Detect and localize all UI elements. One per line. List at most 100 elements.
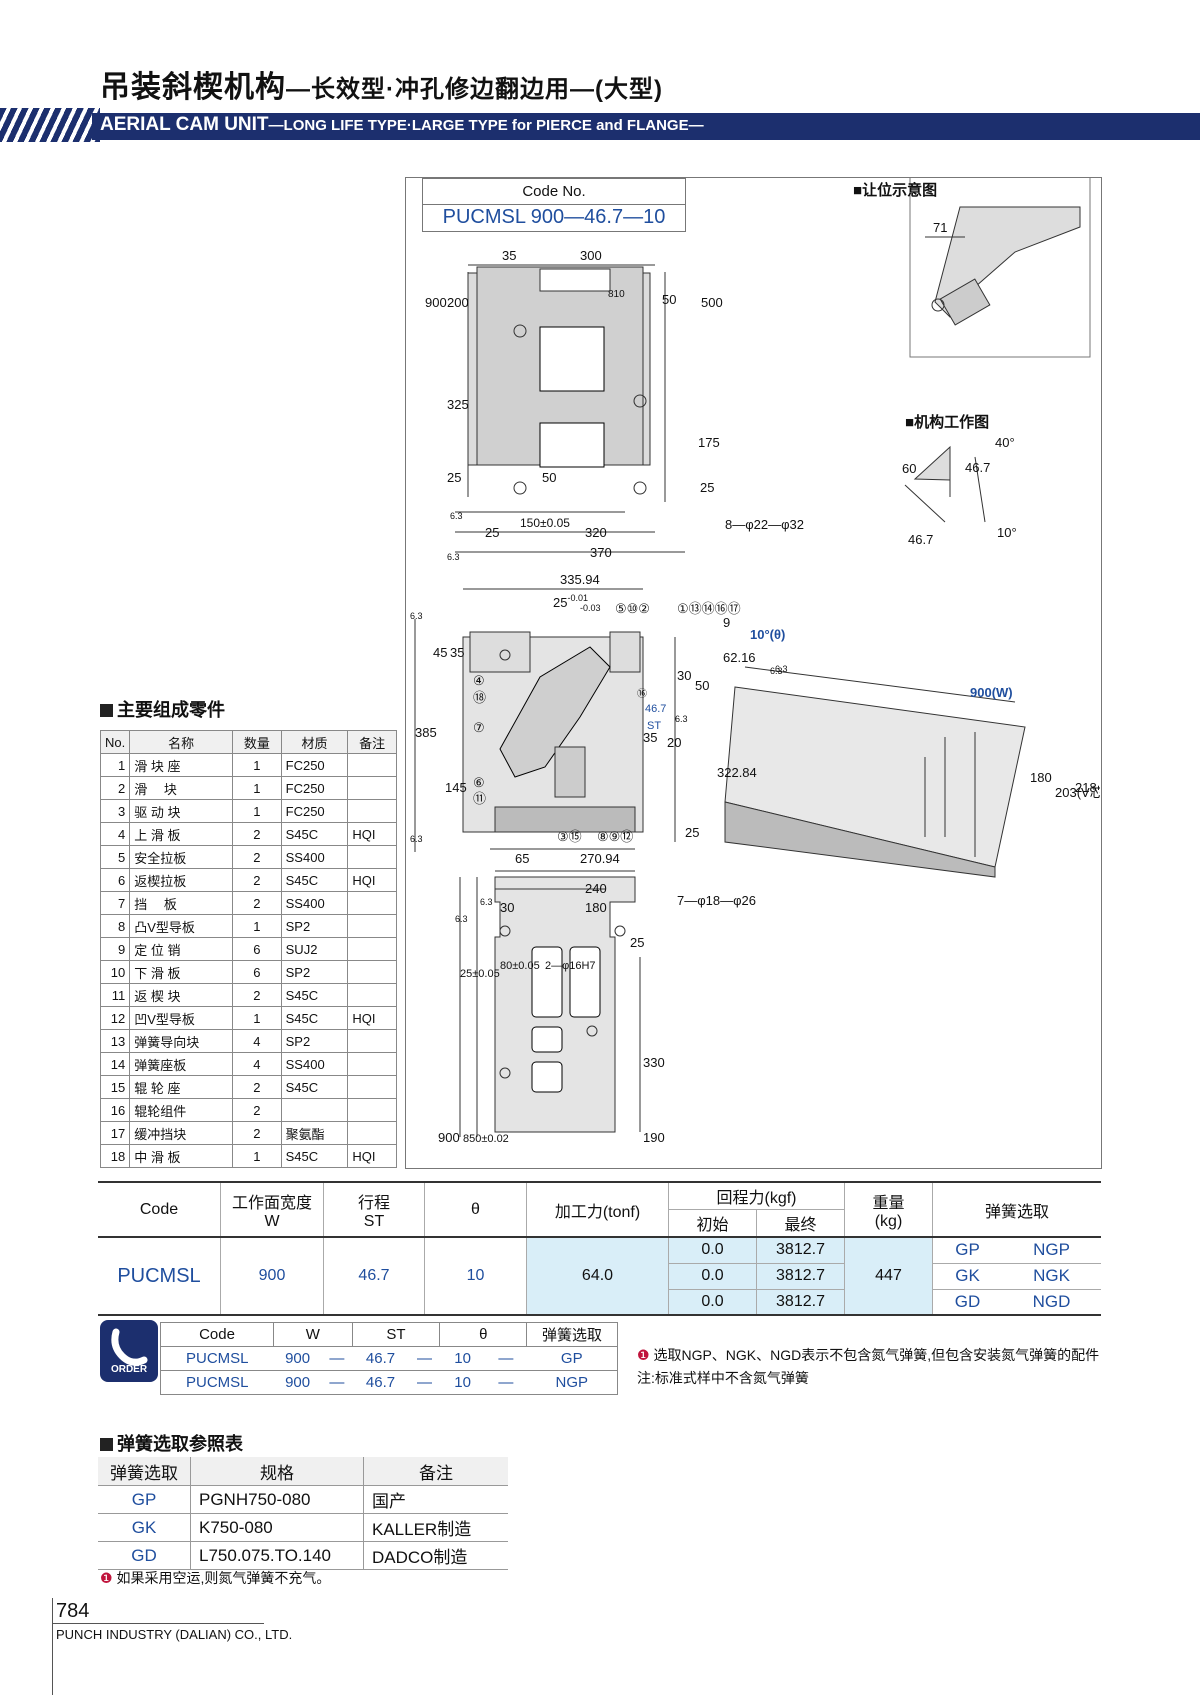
svg-text:8—φ22—φ32: 8—φ22—φ32 — [725, 517, 804, 532]
svg-text:218: 218 — [1075, 780, 1097, 795]
svg-text:④: ④ — [473, 673, 485, 688]
svg-text:240: 240 — [585, 881, 607, 896]
warning-icon: ❶ — [100, 1570, 113, 1586]
svg-text:322.84: 322.84 — [717, 765, 757, 780]
svg-text:25: 25 — [447, 470, 461, 485]
svg-text:6.3: 6.3 — [480, 897, 493, 907]
svg-text:330: 330 — [643, 1055, 665, 1070]
svg-text:6.3: 6.3 — [770, 666, 783, 676]
code-number-box: Code No. PUCMSL 900—46.7—10 — [422, 178, 686, 232]
svg-text:7—φ18—φ26: 7—φ18—φ26 — [677, 893, 756, 908]
svg-text:⑦: ⑦ — [473, 720, 485, 735]
svg-text:2—φ16H7: 2—φ16H7 — [545, 960, 596, 972]
svg-text:③⑮: ③⑮ — [557, 829, 582, 844]
mech-dim-b: 46.7 — [965, 460, 990, 475]
drawing-frame — [405, 177, 1102, 1169]
svg-text:-0.03: -0.03 — [580, 603, 601, 613]
banner-stripes — [0, 108, 100, 142]
svg-text:25: 25 — [485, 525, 499, 540]
svg-text:20: 20 — [667, 735, 681, 750]
svg-text:30: 30 — [500, 900, 514, 915]
svg-text:270.94: 270.94 — [580, 851, 620, 866]
svg-text:385: 385 — [415, 725, 437, 740]
svg-text:①⑬⑭⑯⑰: ①⑬⑭⑯⑰ — [677, 601, 741, 616]
code-number-label: Code No. — [423, 181, 685, 205]
bottom-view — [459, 870, 641, 1137]
footer-vline — [52, 1598, 53, 1695]
svg-text:6.3: 6.3 — [675, 714, 688, 724]
svg-text:203(V芯): 203(V芯) — [1055, 785, 1100, 800]
banner-bar — [92, 113, 1200, 140]
svg-text:6.3: 6.3 — [410, 611, 423, 621]
svg-text:⑯: ⑯ — [637, 688, 647, 700]
svg-text:900: 900 — [438, 1130, 460, 1145]
mech-dim-d: 46.7 — [908, 532, 933, 547]
svg-text:180: 180 — [585, 900, 607, 915]
svg-text:⑪: ⑪ — [473, 791, 486, 806]
order-note-2: 注:标准式样中不含氮气弹簧 — [637, 1370, 809, 1386]
svg-text:35: 35 — [450, 645, 464, 660]
svg-text:325: 325 — [447, 397, 469, 412]
order-icon: ORDER — [100, 1320, 158, 1382]
svg-text:6.3: 6.3 — [455, 914, 468, 924]
svg-text:300: 300 — [580, 248, 602, 263]
svg-text:25: 25 — [685, 825, 699, 840]
svg-text:⑤⑩②: ⑤⑩② — [615, 601, 650, 616]
svg-text:■让位示意图: ■让位示意图 — [853, 181, 937, 199]
svg-text:65: 65 — [515, 851, 529, 866]
code-number-value: PUCMSL 900—46.7—10 — [442, 206, 666, 228]
svg-text:200: 200 — [447, 295, 469, 310]
svg-text:ST: ST — [647, 720, 661, 732]
svg-text:35: 35 — [502, 248, 516, 263]
clearance-sketch — [925, 206, 1081, 326]
width-view — [724, 666, 1026, 878]
banner-title: AERIAL CAM UNIT—LONG LIFE TYPE·LARGE TYP… — [100, 114, 704, 135]
parts-section-title: 主要组成零件 — [100, 696, 225, 722]
svg-text:25: 25 — [700, 480, 714, 495]
spring-note: ❶ 如果采用空运,则氮气弹簧不充气。 — [100, 1570, 331, 1586]
svg-text:145: 145 — [445, 780, 467, 795]
svg-text:6.3: 6.3 — [410, 834, 423, 844]
clearance-dim: 71 — [933, 220, 947, 235]
svg-text:850±0.02: 850±0.02 — [463, 1133, 509, 1145]
svg-text:35: 35 — [643, 730, 657, 745]
svg-text:9: 9 — [723, 615, 730, 630]
svg-text:6.3: 6.3 — [450, 511, 463, 521]
clearance-title: 让位示意图 — [862, 181, 937, 199]
svg-text:6.3: 6.3 — [775, 664, 788, 674]
svg-text:150±0.05: 150±0.05 — [520, 516, 570, 530]
mech-dim-e: 10° — [997, 525, 1017, 540]
svg-text:50: 50 — [695, 678, 709, 693]
svg-text:62.16: 62.16 — [723, 650, 756, 665]
side-view — [414, 588, 676, 852]
page-number: 784 — [56, 1600, 90, 1622]
svg-text:500: 500 — [701, 295, 723, 310]
svg-text:46.7: 46.7 — [645, 703, 666, 715]
svg-text:⑥: ⑥ — [473, 775, 485, 790]
top-plan-view — [455, 264, 685, 553]
svg-text:190: 190 — [643, 1130, 665, 1145]
footer-line — [52, 1623, 264, 1624]
svg-text:25: 25 — [630, 935, 644, 950]
svg-text:50: 50 — [542, 470, 556, 485]
svg-text:25±0.05: 25±0.05 — [460, 968, 500, 980]
page-title: 吊装斜楔机构—长效型·冲孔修边翻边用—(大型) — [100, 71, 663, 104]
svg-text:900(W): 900(W) — [970, 685, 1013, 700]
